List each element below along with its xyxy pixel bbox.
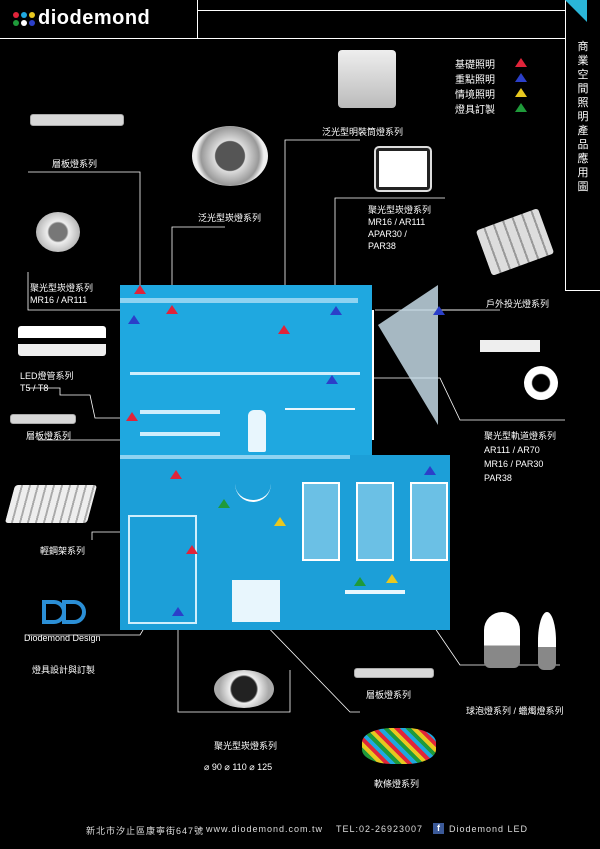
footer: 新北市汐止區康寧街647號 www.diodemond.com.tw TEL:0…: [0, 820, 600, 840]
light-panel-1: [302, 482, 340, 561]
legend-item-accent: 重點照明: [455, 75, 495, 86]
square-spotlight-image: [376, 148, 430, 190]
marker-accent-4: [326, 375, 338, 384]
logo: diodemond: [10, 7, 160, 31]
downlight-wide-image: [192, 126, 268, 186]
label-bulb: 球泡燈系列 / 蠟燭燈系列: [466, 706, 564, 716]
marker-custom-1: [218, 499, 230, 508]
label-track-2: AR111 / AR70: [484, 445, 540, 455]
label-led-tube-1: LED燈管系列: [20, 371, 74, 381]
label-track-3: MR16 / PAR30: [484, 459, 544, 469]
marker-accent-5: [424, 466, 436, 475]
marker-accent-2: [330, 306, 342, 315]
label-spot-square-4: PAR38: [368, 241, 396, 251]
store-room-lower: [120, 455, 450, 630]
cylinder-light-image: [338, 50, 396, 108]
label-spot-round-2: MR16 / AR111: [30, 295, 88, 305]
diodemond-design-logo-icon: [40, 598, 90, 626]
legend-item-custom: 燈具訂製: [455, 105, 495, 116]
label-cylinder: 泛光型明裝筒燈系列: [322, 127, 404, 137]
chandelier: [235, 482, 271, 502]
shelf-light-image-3: [354, 668, 434, 678]
legend-green-triangle-icon: [515, 103, 527, 112]
marker-accent-6: [172, 607, 184, 616]
marker-basic-1: [134, 285, 146, 294]
shelf-light-image-2: [10, 414, 76, 424]
footer-facebook[interactable]: Diodemond LED: [449, 824, 529, 834]
legend-item-ambient: 情境照明: [455, 90, 495, 101]
mid-beam: [120, 455, 350, 459]
label-custom: 燈具設計與訂製: [32, 665, 96, 675]
label-shelf-2: 層板燈系列: [26, 431, 72, 441]
side-title-panel: [565, 0, 600, 291]
wall-ribs: [372, 310, 382, 440]
legend-red-triangle-icon: [515, 58, 527, 67]
marker-basic-6: [186, 545, 198, 554]
mannequin: [248, 410, 266, 452]
top-rule-short: [197, 10, 565, 11]
label-shelf-3: 層板燈系列: [366, 690, 412, 700]
label-troffer: 輕鋼架系列: [40, 546, 86, 556]
facebook-icon[interactable]: f: [433, 823, 444, 834]
legend-yellow-triangle-icon: [515, 88, 527, 97]
side-title: 商業空間照明產品應用圖: [577, 41, 589, 193]
label-spot-bottom-2: ⌀ 90 ⌀ 110 ⌀ 125: [204, 762, 273, 772]
marker-basic-4: [126, 412, 138, 421]
spotlight-bottom-image: [214, 670, 274, 708]
clothing-rack: [285, 408, 355, 440]
troffer-image: [4, 485, 98, 523]
light-panel-2: [356, 482, 394, 561]
light-panel-3: [410, 482, 448, 561]
legend-item-basic: 基礎照明: [455, 60, 495, 71]
label-track-1: 聚光型軌道燈系列: [484, 431, 557, 441]
label-downlight-wide: 泛光型崁燈系列: [198, 213, 262, 223]
label-strip: 軟條燈系列: [374, 779, 420, 789]
marker-basic-2: [166, 305, 178, 314]
track-rail: [130, 372, 360, 375]
led-strip-image: [362, 728, 436, 764]
logo-wordmark: diodemond: [38, 7, 151, 29]
marker-ambient-2: [386, 574, 398, 583]
top-divider: [197, 0, 198, 38]
label-track-4: PAR38: [484, 473, 512, 483]
marker-basic-5: [170, 470, 182, 479]
label-led-tube-2: T5 / T8: [20, 383, 49, 393]
footer-tel: TEL:02-26923007: [336, 824, 424, 834]
footer-address: 新北市汐止區康寧街647號: [86, 826, 205, 836]
marker-custom-2: [354, 577, 366, 586]
bulb-image: [484, 612, 520, 668]
label-shelf-1: 層板燈系列: [52, 159, 98, 169]
label-spot-round-1: 聚光型崁燈系列: [30, 283, 94, 293]
outdoor-light-beam: [378, 285, 438, 425]
label-spot-square-2: MR16 / AR111: [368, 217, 426, 227]
label-spot-square-3: APAR30 /: [368, 229, 407, 239]
label-outdoor: 戶外投光燈系列: [486, 299, 550, 309]
label-spot-bottom-1: 聚光型崁燈系列: [214, 741, 278, 751]
track-light-image: [480, 340, 560, 402]
footer-website[interactable]: www.diodemond.com.tw: [206, 824, 324, 834]
display-cabinet: [128, 515, 197, 624]
shelf-lower: [140, 432, 220, 436]
label-spot-square-1: 聚光型崁燈系列: [368, 205, 432, 215]
label-design-name: Diodemond Design: [24, 633, 101, 643]
dining-table: [345, 590, 405, 594]
marker-ambient-1: [274, 517, 286, 526]
led-tube-image: [18, 326, 106, 356]
marker-accent-1: [128, 315, 140, 324]
round-spotlight-image: [36, 212, 80, 252]
top-rule: [0, 38, 565, 39]
teal-corner: [565, 0, 587, 22]
legend-blue-triangle-icon: [515, 73, 527, 82]
marker-accent-3: [433, 306, 445, 315]
logo-dots-icon: [13, 12, 35, 26]
ceiling-beam: [120, 298, 358, 303]
shelf-upper: [140, 410, 220, 414]
marker-basic-3: [278, 325, 290, 334]
candle-bulb-image: [538, 612, 556, 670]
counter: [232, 580, 280, 622]
shelf-light-image-1: [30, 114, 124, 126]
